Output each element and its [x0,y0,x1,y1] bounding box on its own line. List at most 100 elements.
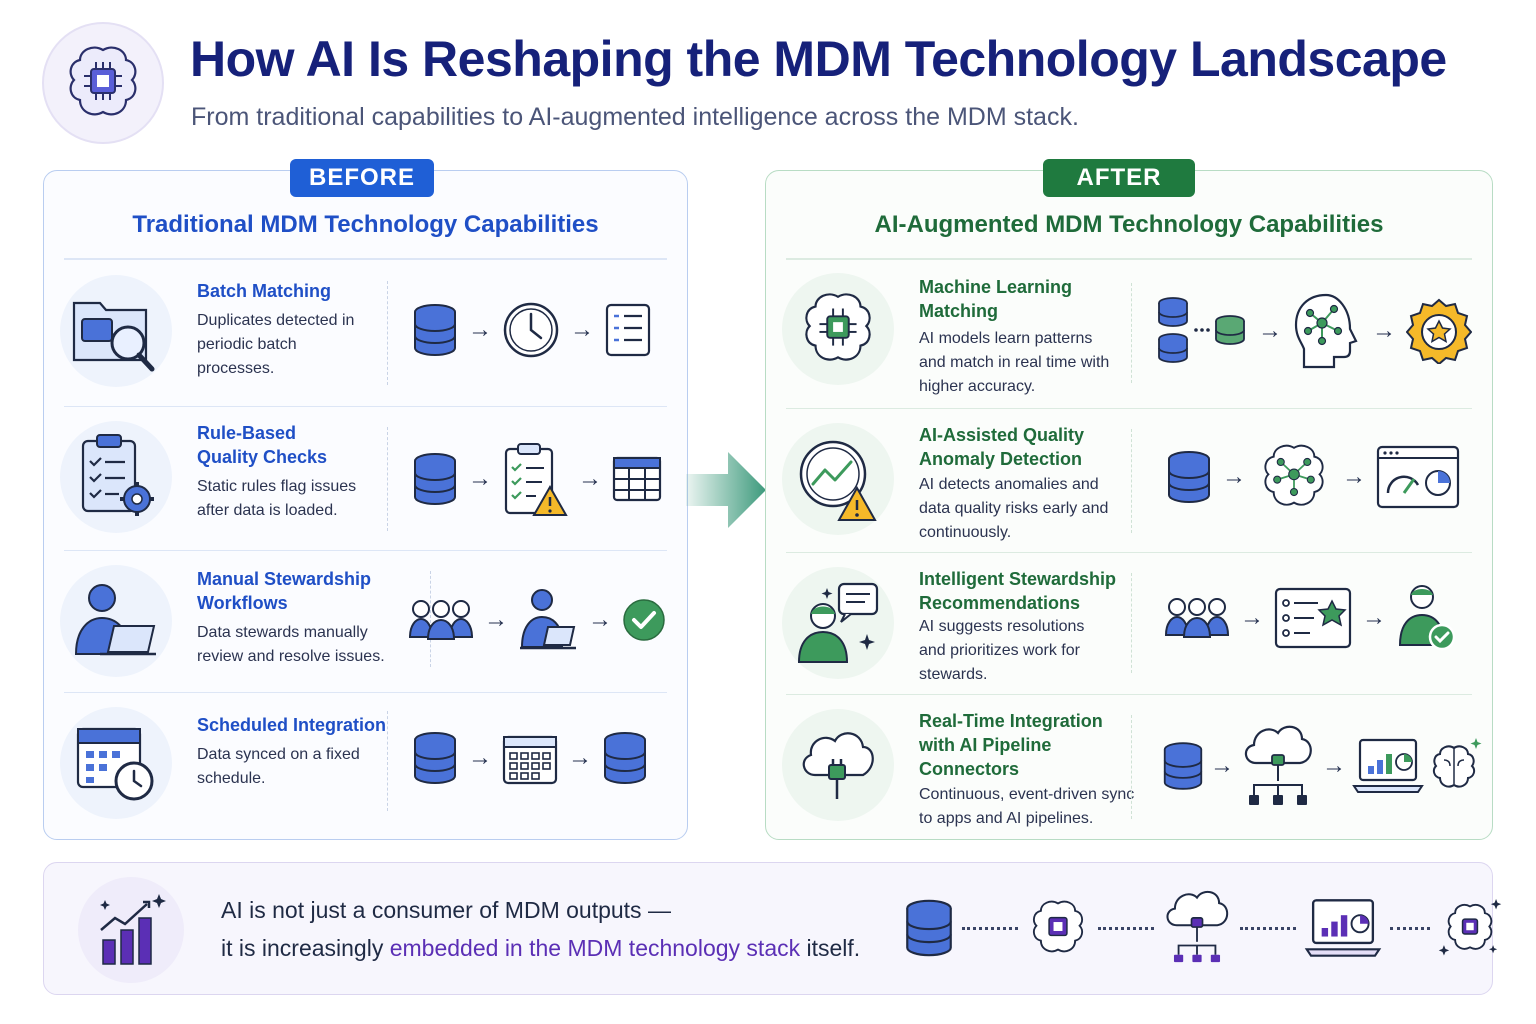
row-title: Scheduled Integration [197,715,387,735]
row-separator [64,691,667,693]
arrow-icon: → [1240,604,1264,631]
ai-brain-chip-logo [42,22,164,144]
divider [387,711,388,811]
laptop-chart-icon [1352,738,1424,793]
arrow-icon: → [1210,752,1234,779]
arrow-icon: → [588,606,612,633]
process-flow: → → [1166,439,1460,515]
row-title: Batch Matching [197,281,332,301]
check-circle-icon [623,599,665,641]
person-chat-icon [782,567,894,679]
clipboard-gear-icon [60,421,172,533]
person-check-icon [1398,585,1456,651]
cloud-network-icon [1244,725,1312,805]
page-subtitle: From traditional capabilities to AI-augm… [191,103,1079,131]
database-icon [1168,451,1210,503]
arrow-icon: → [1342,463,1366,490]
page-title: How AI Is Reshaping the MDM Technology L… [190,31,1447,87]
after-row-stewardship-recommendations: Intelligent Stewardship Recommendations … [766,553,1492,695]
row-title: Intelligent Stewardship Recommendations [919,569,1117,613]
connector-dots [1240,926,1296,930]
before-row-scheduled-integration: Scheduled Integration Data synced on a f… [44,693,687,833]
clipboard-warning-icon [504,443,568,516]
row-separator [786,407,1472,409]
row-description: AI detects anomalies and data quality ri… [919,476,1109,541]
person-laptop-icon [520,589,576,650]
before-badge: BEFORE [290,159,434,197]
process-flow: → → [1164,583,1458,653]
divider [786,258,1472,260]
row-separator [64,549,667,551]
ai-chip-sparkle-icon [1438,898,1502,956]
row-title: Rule-Based Quality Checks [197,423,328,467]
before-panel-title: Traditional MDM Technology Capabilities [132,211,599,238]
after-row-realtime-integration: Real-Time Integration with AI Pipeline C… [766,695,1492,841]
row-title: Real-Time Integration with AI Pipeline C… [919,711,1103,779]
dashboard-icon [1376,445,1460,509]
star-badge-icon [1406,298,1472,364]
database-icon [1163,742,1203,790]
arrow-icon: → [1258,317,1282,344]
clock-icon [503,302,559,358]
ai-brain-icon [1432,738,1482,788]
before-panel: BEFORE Traditional MDM Technology Capabi… [43,159,688,840]
ai-brain-network-icon [1264,444,1324,506]
transition-arrow-icon [686,452,766,528]
row-description: Continuous, event-driven sync to apps an… [919,786,1135,827]
arrow-icon: → [570,316,594,343]
after-row-ml-matching: Machine Learning Matching AI models lear… [766,259,1492,409]
database-cluster-icon [1158,297,1245,363]
laptop-chart-icon [1304,899,1382,957]
banner-text-line2: it is increasingly embedded in the MDM t… [221,935,860,962]
row-title: Machine Learning Matching [919,277,1073,321]
row-title: AI-Assisted Quality Anomaly Detection [919,425,1085,469]
before-row-batch-matching: Batch Matching Duplicates detected in pe… [44,259,687,407]
arrow-icon: → [568,744,592,771]
calendar-clock-icon [60,707,172,819]
calendar-icon [502,735,558,785]
arrow-icon: → [484,606,508,633]
arrow-icon: → [1372,317,1396,344]
arrow-icon: → [468,316,492,343]
divider [1131,573,1132,673]
after-row-anomaly-detection: AI-Assisted Quality Anomaly Detection AI… [766,409,1492,553]
table-icon [612,456,662,502]
after-badge: AFTER [1043,159,1195,197]
before-row-stewardship: Manual Stewardship Workflows Data stewar… [44,551,687,693]
growth-chart-icon [78,877,184,983]
ai-head-icon [1294,293,1358,369]
process-flow: → → [1162,723,1484,809]
connector-dots [962,926,1018,930]
row-description: Data stewards manually review and resolv… [197,624,385,665]
cloud-plug-icon [782,709,894,821]
banner-text-line1: AI is not just a consumer of MDM outputs… [221,897,671,923]
stack-flow [904,887,1502,969]
divider [1131,283,1132,383]
after-panel-title: AI-Augmented MDM Technology Capabilities [874,211,1384,238]
row-title: Manual Stewardship Workflows [197,569,372,613]
row-description: Data synced on a fixed schedule. [197,746,360,787]
database-icon [906,899,952,957]
anomaly-gauge-icon [782,423,894,535]
database-icon [604,732,646,784]
arrow-icon: → [468,744,492,771]
divider [64,258,667,260]
after-panel: AFTER AI-Augmented MDM Technology Capabi… [765,159,1493,841]
process-flow: → → [412,441,662,517]
process-flow: → → [408,587,666,653]
process-flow: → → [1156,291,1472,371]
cloud-plug-icon [1166,890,1229,963]
checklist-icon [605,303,651,357]
database-icon [414,304,456,356]
divider [430,571,431,667]
arrow-icon: → [468,465,492,492]
folder-search-icon [60,275,172,387]
divider [387,281,388,385]
row-description: AI models learn patterns and match in re… [919,330,1110,395]
person-laptop-icon [60,565,172,677]
arrow-icon: → [1362,604,1386,631]
process-flow: → → [412,731,648,785]
row-description: AI suggests resolutions and prioritizes … [919,618,1085,683]
divider [1131,429,1132,533]
row-separator [64,405,667,407]
